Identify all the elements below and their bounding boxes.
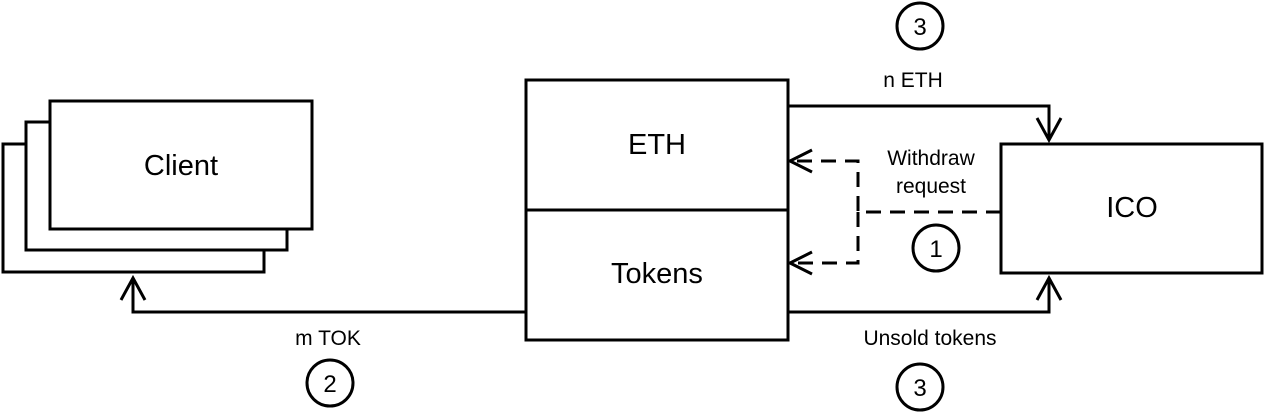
step-badge-client-transfer: 2 (305, 358, 355, 408)
eth-box (524, 78, 790, 212)
client-label: Client (144, 150, 218, 182)
ico-node: ICO (999, 142, 1264, 275)
client-node: Client (1, 99, 314, 274)
step-number: 3 (913, 375, 926, 402)
tokens-label: Tokens (611, 258, 703, 290)
contract-node: ETH Tokens (524, 78, 790, 342)
step-badge-bottom: 3 (895, 362, 945, 412)
client-box-front (48, 99, 314, 231)
m-tok-label: m TOK (295, 327, 361, 350)
unsold-tokens-arrow (788, 274, 1063, 314)
eth-label: ETH (628, 129, 686, 161)
step-number: 3 (913, 14, 926, 41)
unsold-tokens-arrowhead (1035, 274, 1063, 301)
withdraw-eth-arrowhead (786, 148, 813, 174)
ico-box (999, 142, 1264, 275)
withdraw-request-arrows (786, 148, 1001, 276)
step-number: 2 (323, 371, 336, 398)
unsold-tokens-label: Unsold tokens (863, 327, 996, 350)
n-eth-arrow (788, 104, 1063, 144)
ico-label: ICO (1106, 192, 1158, 224)
withdraw-label-line1: Withdraw (887, 147, 975, 170)
tokens-box (524, 208, 790, 342)
m-tok-arrow (119, 274, 526, 314)
n-eth-arrowhead (1035, 117, 1063, 144)
step-number: 1 (929, 236, 942, 263)
step-badge-top: 3 (895, 1, 945, 51)
step-badge-withdraw: 1 (911, 223, 961, 273)
withdraw-label-line2: request (896, 175, 966, 198)
n-eth-label: n ETH (883, 69, 943, 92)
m-tok-arrowhead (119, 274, 147, 301)
withdraw-tokens-arrowhead (786, 250, 813, 276)
